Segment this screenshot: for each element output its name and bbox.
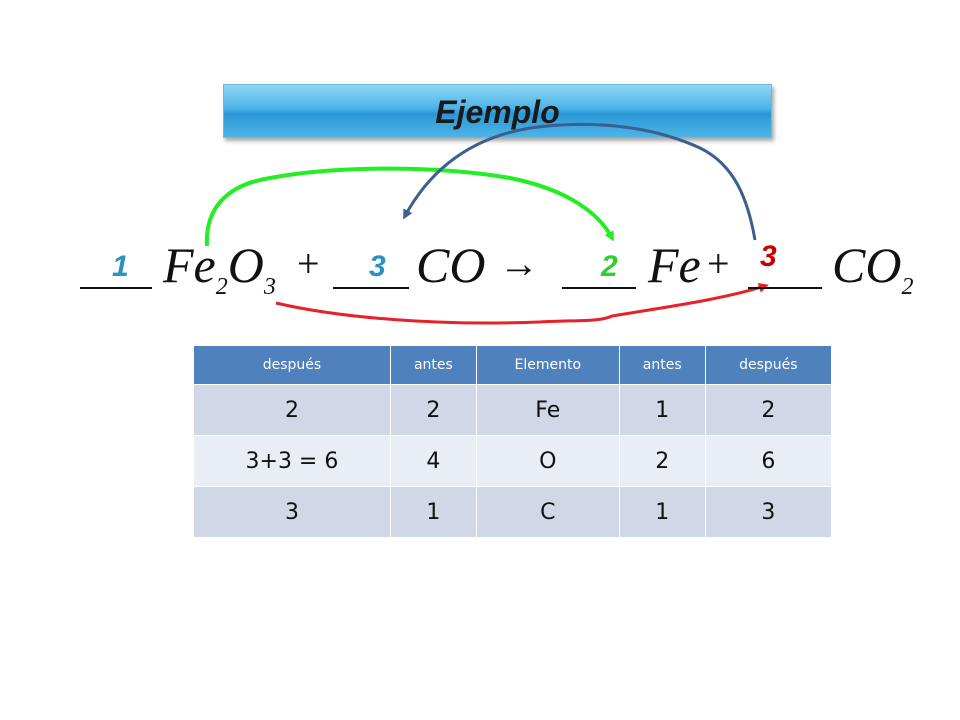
product-fe: Fe <box>648 237 701 293</box>
table-cell: 3+3 = 6 <box>193 435 391 487</box>
table-cell: 1 <box>618 486 706 538</box>
table-row: 2 2 Fe 1 2 <box>193 384 833 436</box>
green-arrow <box>204 166 614 247</box>
table-cell: 3 <box>193 486 391 538</box>
table-cell: 2 <box>389 384 477 436</box>
reactant-fe2o3: Fe2O3 <box>163 237 276 300</box>
coefficient-2: 3 <box>369 250 386 283</box>
header-cell: Elemento <box>475 345 620 385</box>
blue-arrow <box>403 122 757 241</box>
table-row: 3+3 = 6 4 O 2 6 <box>193 435 833 487</box>
header-cell: antes <box>389 345 477 385</box>
table-row: 3 1 C 1 3 <box>193 486 833 538</box>
table-cell: 2 <box>618 435 706 487</box>
blank-2 <box>333 287 409 289</box>
red-arrow <box>275 283 769 325</box>
coefficient-3: 2 <box>601 250 618 283</box>
header-cell: después <box>704 345 833 385</box>
table-cell: 4 <box>389 435 477 487</box>
table-cell: 2 <box>193 384 391 436</box>
coefficient-1: 1 <box>112 250 129 283</box>
header-cell: después <box>193 345 391 385</box>
table-cell: Fe <box>475 384 620 436</box>
table-cell: 2 <box>704 384 833 436</box>
coefficient-4: 3 <box>760 240 777 273</box>
product-co2: CO2 <box>832 237 914 300</box>
table-cell: 1 <box>618 384 706 436</box>
table-cell: C <box>475 486 620 538</box>
header-cell: antes <box>618 345 706 385</box>
table-cell: 6 <box>704 435 833 487</box>
title-banner: Ejemplo <box>223 84 772 138</box>
reaction-arrow: → <box>499 241 539 286</box>
plus-sign-1: + <box>297 241 320 286</box>
table-cell: 1 <box>389 486 477 538</box>
balance-table: después antes Elemento antes después 2 2… <box>193 345 833 538</box>
blank-3 <box>562 287 636 289</box>
table-cell: 3 <box>704 486 833 538</box>
table-header-row: después antes Elemento antes después <box>193 345 833 385</box>
blank-4 <box>748 287 822 289</box>
reactant-co: CO <box>416 237 486 293</box>
plus-sign-2: + <box>707 241 730 286</box>
table-cell: O <box>475 435 620 487</box>
title: Ejemplo <box>435 93 560 130</box>
blank-1 <box>80 287 152 289</box>
